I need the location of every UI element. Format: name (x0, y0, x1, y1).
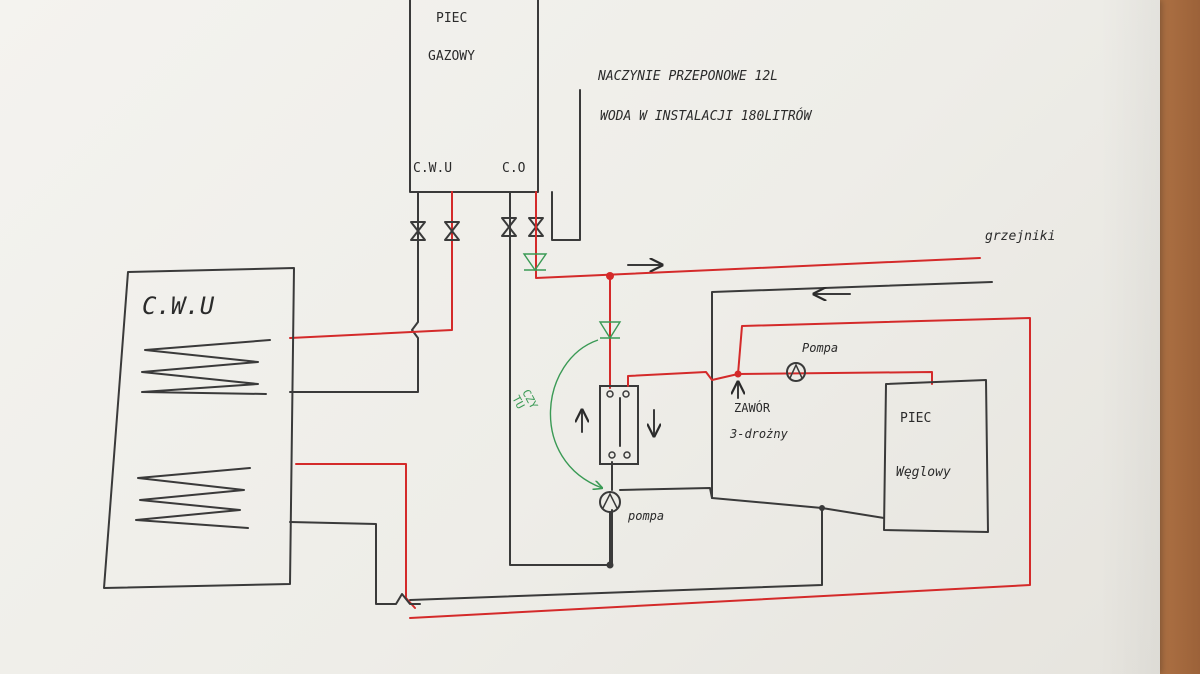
pump-top: Pompa (786, 341, 838, 382)
co-return-pipe (509, 191, 613, 566)
expansion-vessel-pipe (551, 89, 581, 241)
coal-boiler-outline (883, 379, 989, 533)
expansion-vessel-note: NACZYNIE PRZEPONOWE 12L (597, 69, 778, 84)
gas-boiler-co-label: C.O (502, 161, 526, 176)
gas-boiler-label-1: PIEC (436, 11, 467, 26)
radiator-return-pipe (711, 281, 993, 509)
cwu-return-pipe (289, 191, 419, 393)
radiators-label: grzejniki (985, 229, 1055, 244)
valve-label-1: ZAWÓR (734, 400, 771, 415)
lower-coil-return (289, 521, 421, 605)
cwu-tank-label: C.W.U (142, 292, 215, 320)
coal-boiler-label-2: Węglowy (896, 465, 951, 480)
cwu-tank-outline (103, 267, 295, 589)
check-valve-green (522, 253, 548, 272)
coal-boiler-return-pipe (409, 507, 885, 601)
paper-edge-shade (1100, 0, 1160, 674)
pump-bottom-label: pompa (627, 509, 664, 523)
green-question-label-2: TU (509, 393, 527, 411)
lower-coil-supply (295, 463, 416, 609)
gas-boiler-label-2: GAZOWY (428, 49, 475, 64)
tank-coil-lower (135, 467, 251, 529)
check-valve-green-2 (598, 321, 622, 340)
coal-boiler: PIEC Węglowy (883, 379, 989, 533)
coal-boiler-feed (737, 371, 933, 385)
three-way-valve-dot (734, 370, 742, 378)
gas-boiler: PIEC GAZOWY C.W.U C.O (409, 0, 539, 193)
cwu-supply-pipe (289, 191, 453, 339)
cwu-tank: C.W.U (103, 267, 295, 589)
green-question-arrow (549, 339, 602, 488)
valve-4 (528, 217, 544, 237)
valve-1 (410, 221, 426, 241)
valve-2 (444, 221, 460, 241)
water-volume-note: WODA W INSTALACJI 180LITRÓW (600, 108, 812, 124)
hydraulic-separator (582, 385, 654, 465)
co-supply-pipe (535, 191, 981, 279)
gas-boiler-cwu-label: C.W.U (413, 161, 452, 176)
valve-label-2: 3-drożny (729, 427, 789, 441)
valves-row (410, 217, 544, 241)
tank-coil-upper (141, 339, 271, 395)
coal-boiler-label-1: PIEC (900, 411, 931, 426)
cwu-pipes (289, 191, 453, 393)
gas-boiler-outline (409, 0, 539, 193)
pump-top-label: Pompa (802, 341, 838, 355)
valve-3 (501, 217, 517, 237)
